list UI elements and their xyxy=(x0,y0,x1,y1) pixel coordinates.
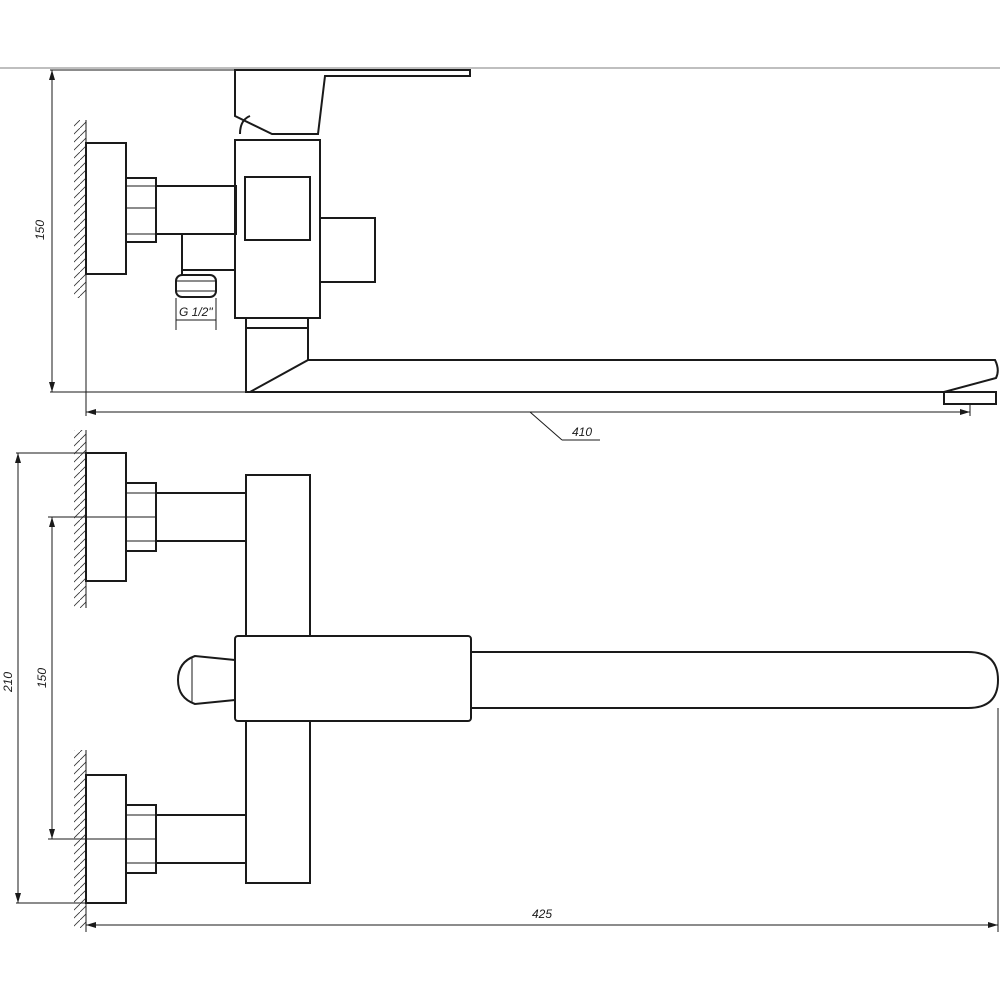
wall-hatch-upper xyxy=(74,430,86,608)
spout-top xyxy=(471,651,1000,709)
connector-pipe-side xyxy=(155,185,237,235)
height-total-label: 210 xyxy=(1,672,15,693)
overall-length-label: 425 xyxy=(532,907,552,921)
top-view: 210 150 425 xyxy=(1,430,1000,932)
handle-arc xyxy=(239,115,251,135)
connector-pipe-lower xyxy=(155,814,247,864)
lever-handle xyxy=(234,69,471,135)
nut-side xyxy=(125,177,157,243)
shower-outlet-nut xyxy=(175,274,217,298)
mount-spacing-label: 150 xyxy=(35,668,49,688)
wall-hatch-top xyxy=(74,120,86,298)
connector-pipe-upper xyxy=(155,492,247,542)
body-front-square xyxy=(244,176,311,241)
outlet-nub xyxy=(176,654,236,706)
handle-crossbar xyxy=(234,635,472,722)
spout-side xyxy=(250,359,999,393)
spout-collar xyxy=(245,327,309,393)
thread-dimension-label: G 1/2" xyxy=(179,305,213,319)
escutcheon-side xyxy=(85,142,127,275)
height-top-label: 150 xyxy=(33,220,47,240)
diverter-block xyxy=(319,217,376,283)
spout-aerator xyxy=(943,391,997,405)
spout-length-label: 410 xyxy=(572,425,592,439)
side-view: G 1/2" 150 410 xyxy=(33,69,999,441)
mixer-body-side xyxy=(234,139,321,319)
